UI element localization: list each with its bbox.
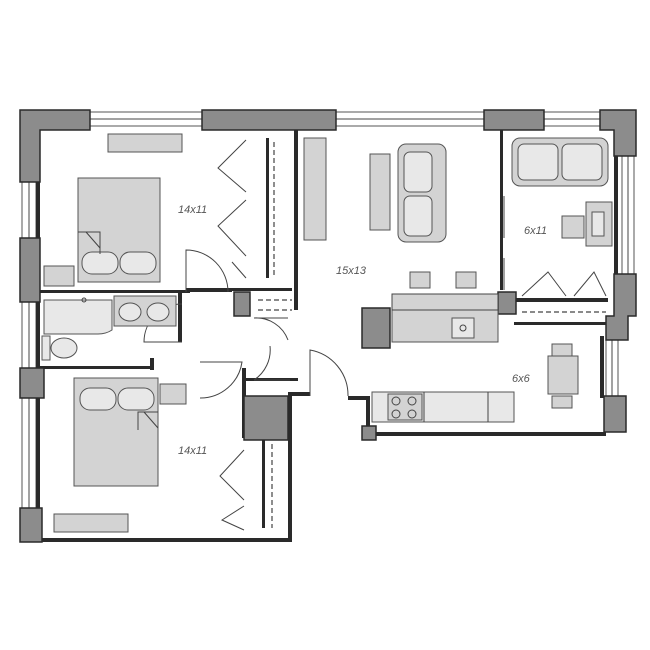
pillow [79, 387, 117, 411]
kitchen-island [391, 293, 499, 343]
room-size-label: 6x11 [524, 225, 547, 237]
dining-table [547, 355, 579, 395]
sofa [511, 137, 609, 187]
burner [391, 396, 401, 406]
room-size-label: 15x13 [336, 265, 367, 277]
bathroom [41, 295, 177, 361]
toilet-tank [41, 335, 51, 361]
kitchen [371, 293, 515, 423]
dining: 6x6 [512, 343, 579, 409]
nightstand [159, 383, 187, 405]
structural-piers [19, 109, 637, 543]
living-room: 15x13 [303, 137, 477, 289]
door-linen [253, 345, 290, 381]
wall-shelf [107, 133, 183, 153]
pillow [81, 251, 119, 275]
kitchen-sink [451, 317, 475, 339]
toilet-bowl [50, 337, 78, 359]
bookshelf [303, 137, 327, 241]
desk-chair [561, 215, 585, 239]
pillow [117, 387, 155, 411]
room-size-label: 6x6 [512, 373, 531, 385]
door-bedroom-1 [185, 249, 229, 293]
bar-stool [409, 271, 431, 289]
room-size-label: 14x11 [178, 445, 207, 457]
door-closet-hall [253, 317, 289, 341]
bar-stool [455, 271, 477, 289]
bedroom-2: 14x11 [53, 377, 273, 533]
sofa [397, 143, 447, 243]
closet-doors [219, 449, 245, 531]
pillow [119, 251, 157, 275]
closet-doors [217, 139, 247, 279]
bathtub [43, 299, 113, 335]
burner [407, 409, 417, 419]
burner [407, 396, 417, 406]
bedroom-1: 14x11 [43, 133, 292, 311]
dining-chair [551, 343, 573, 357]
cooktop [387, 393, 423, 421]
tv-console [369, 153, 391, 231]
den: 6x11 [503, 137, 613, 313]
room-size-label: 14x11 [178, 204, 207, 216]
door-bedroom-2 [199, 361, 243, 399]
dining-chair [551, 395, 573, 409]
dresser [53, 513, 129, 533]
nightstand [43, 265, 75, 287]
sink [146, 302, 170, 322]
burner [391, 409, 401, 419]
sink [118, 302, 142, 322]
closet-doors [521, 271, 607, 297]
door-entry [309, 349, 349, 397]
doors [143, 249, 349, 399]
